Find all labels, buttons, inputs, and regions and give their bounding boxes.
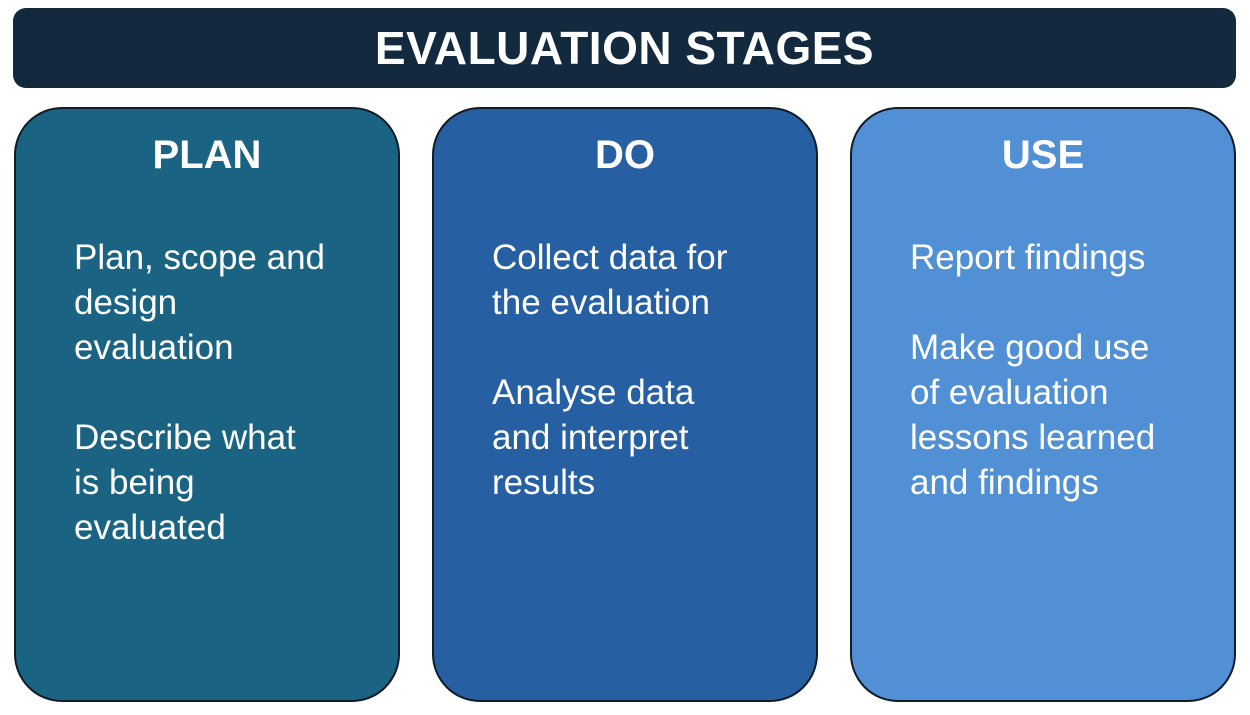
stage-body-do: Collect data for the evaluation Analyse …	[492, 238, 728, 502]
stage-body-plan: Plan, scope and design evaluation Descri…	[74, 238, 326, 547]
stage-card-use: USE Report findings Make good use of eva…	[850, 107, 1236, 702]
stage-card-plan: PLAN Plan, scope and design evaluation D…	[14, 107, 400, 702]
page-title: EVALUATION STAGES	[374, 22, 875, 74]
stage-title-plan: PLAN	[152, 133, 262, 177]
header-banner: EVALUATION STAGES	[13, 8, 1236, 88]
stage-card-do: DO Collect data for the evaluation Analy…	[432, 107, 818, 702]
stage-title-use: USE	[1001, 133, 1085, 177]
stage-title-do: DO	[595, 133, 655, 177]
stages-row: PLAN Plan, scope and design evaluation D…	[14, 107, 1236, 702]
stage-body-use: Report findings Make good use of evaluat…	[910, 238, 1156, 502]
